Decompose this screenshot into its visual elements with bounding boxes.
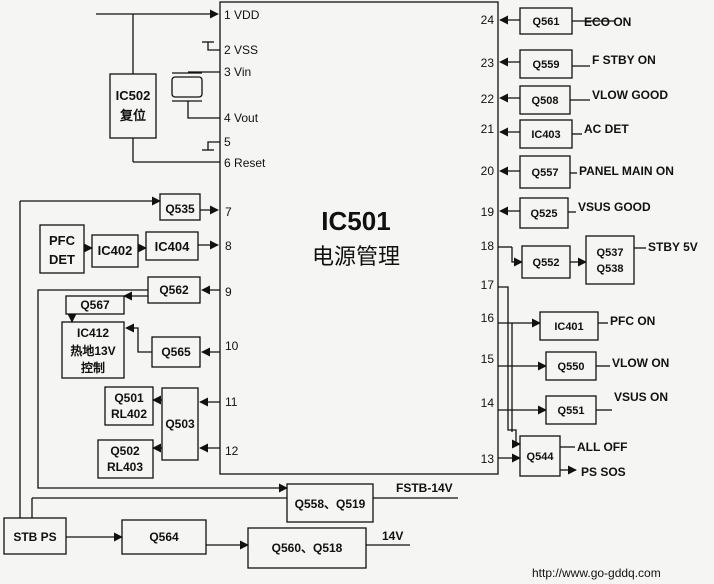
q550-label: Q550 xyxy=(558,361,585,373)
signal-pfc-on: PFC ON xyxy=(610,314,655,328)
q501-box xyxy=(104,386,154,426)
q558-box xyxy=(286,483,374,523)
q502-box xyxy=(97,439,154,479)
q558-label: Q558、Q519 xyxy=(295,497,366,511)
signal-vlow-good: VLOW GOOD xyxy=(592,88,668,102)
ic412-ctrl: 控制 xyxy=(81,360,105,375)
pin-14-label: 14 xyxy=(481,396,495,410)
q508-label: Q508 xyxy=(532,95,559,107)
q564-box xyxy=(121,519,207,555)
ic412-label: IC412 xyxy=(77,326,109,340)
signal-panel-main-on: PANEL MAIN ON xyxy=(579,164,674,178)
pin-13-label: 13 xyxy=(481,452,495,466)
q538-label: Q538 xyxy=(597,263,624,275)
pfc-label: PFC xyxy=(49,233,76,248)
q552-label: Q552 xyxy=(533,257,560,269)
ic501-box xyxy=(219,1,499,475)
pin-9-label: 9 xyxy=(225,285,232,299)
pin-16-label: 16 xyxy=(481,311,495,325)
q501-label: Q501 xyxy=(114,391,144,405)
q559-label: Q559 xyxy=(533,59,560,71)
q551-label: Q551 xyxy=(558,405,585,417)
signal-all-off: ALL OFF xyxy=(577,440,627,454)
pin-4-label: 4 Vout xyxy=(224,111,259,125)
pin-22-label: 22 xyxy=(481,92,495,106)
rl403-label: RL403 xyxy=(107,460,143,474)
watermark: http://www.go-gddq.com xyxy=(532,566,661,580)
pin-18-label: 18 xyxy=(481,239,495,253)
pin-5-label: 5 xyxy=(224,135,231,149)
q565-label: Q565 xyxy=(161,345,191,359)
q535-box xyxy=(159,193,201,221)
fstb-label: FSTB-14V xyxy=(396,481,453,495)
pin-3-label: 3 Vin xyxy=(224,65,251,79)
stb-ps-label: STB PS xyxy=(13,530,56,544)
pin-2-label: 2 VSS xyxy=(224,43,258,57)
v14-label: 14V xyxy=(382,529,403,543)
signal-stby-5v: STBY 5V xyxy=(648,240,698,254)
q562-label: Q562 xyxy=(159,283,189,297)
pin-6-label: 6 Reset xyxy=(224,156,266,170)
pin-19-label: 19 xyxy=(481,205,495,219)
rl402-label: RL402 xyxy=(111,407,147,421)
ic404-box xyxy=(145,231,199,261)
q567-label: Q567 xyxy=(80,298,110,312)
pin-21-label: 21 xyxy=(481,122,495,136)
q564-label: Q564 xyxy=(149,530,179,544)
ic501-subtitle: 电源管理 xyxy=(312,244,400,269)
pin-15-label: 15 xyxy=(481,352,495,366)
q559-box xyxy=(519,49,573,79)
q561-label: Q561 xyxy=(533,16,560,28)
ic401-label: IC401 xyxy=(554,321,583,333)
q525-label: Q525 xyxy=(531,208,558,220)
signal-ps-sos: PS SOS xyxy=(581,465,626,479)
signal-f-stby-on: F STBY ON xyxy=(592,53,656,67)
pin-10-label: 10 xyxy=(225,339,239,353)
q537-box xyxy=(585,235,635,285)
pin-24-label: 24 xyxy=(481,13,495,27)
signal-vlow-on: VLOW ON xyxy=(612,356,669,370)
q525-box xyxy=(519,197,569,229)
stb-ps-box xyxy=(3,517,67,555)
ic404-label: IC404 xyxy=(155,239,190,254)
det-label: DET xyxy=(49,252,75,267)
q537-label: Q537 xyxy=(597,247,624,259)
signal-vsus-on: VSUS ON xyxy=(614,390,668,404)
q503-label: Q503 xyxy=(165,417,195,431)
ic401-box xyxy=(539,311,599,341)
q557-label: Q557 xyxy=(532,167,559,179)
pin-12-label: 12 xyxy=(225,444,239,458)
pin-23-label: 23 xyxy=(481,56,495,70)
pin-20-label: 20 xyxy=(481,164,495,178)
signal-eco-on: ECO ON xyxy=(584,15,631,29)
q544-label: Q544 xyxy=(527,451,555,463)
q560-box xyxy=(247,527,367,569)
pin-1-label: 1 VDD xyxy=(224,8,260,22)
ic403-label: IC403 xyxy=(531,129,560,141)
signal-vsus-good: VSUS GOOD xyxy=(578,200,651,214)
q502-label: Q502 xyxy=(110,444,140,458)
ic501-title: IC501 xyxy=(321,206,390,236)
q567-box xyxy=(65,295,125,315)
pin-11-label: 11 xyxy=(225,395,238,409)
ic502-box xyxy=(109,73,157,139)
pin-7-label: 7 xyxy=(225,205,232,219)
q560-label: Q560、Q518 xyxy=(272,541,343,555)
crystal-symbol xyxy=(171,76,203,98)
q503-box xyxy=(161,387,199,461)
q557-box xyxy=(519,155,571,189)
signal-ac-det: AC DET xyxy=(584,122,629,136)
pin-17-label: 17 xyxy=(481,278,495,292)
ic412-sub: 热地13V xyxy=(70,343,115,358)
q535-label: Q535 xyxy=(165,202,195,216)
ic402-label: IC402 xyxy=(98,243,133,258)
ic412-box xyxy=(61,321,125,379)
ic502-label: IC502 xyxy=(116,88,151,103)
ic502-sub: 复位 xyxy=(119,108,146,123)
pin-8-label: 8 xyxy=(225,239,232,253)
